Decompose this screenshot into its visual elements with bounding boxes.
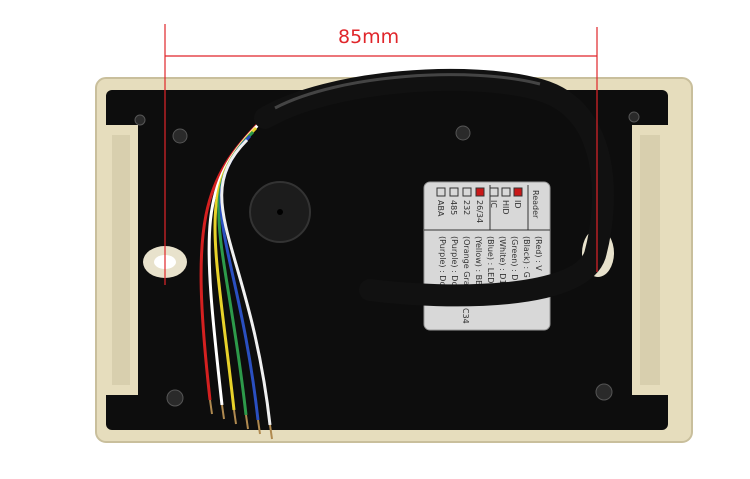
wire-tip: [257, 419, 261, 435]
wiring-entry: (Green) : D: [510, 236, 519, 280]
label-option: HID: [501, 200, 510, 215]
wire-tip: [233, 409, 237, 425]
wiring-entry: (Orange Gray): [462, 236, 471, 293]
label-footer: C34: [461, 308, 470, 324]
wire-bundle: [199, 118, 273, 440]
cable: [254, 68, 614, 307]
left-slot-inner: [112, 135, 130, 385]
label-title: Reader: [531, 190, 540, 219]
buzzer-hole: [277, 209, 283, 215]
wiring-entry: (White) : D1: [498, 236, 507, 285]
wiring-entry: (Red) : V: [534, 236, 543, 271]
wire-tip: [269, 424, 273, 440]
label-option: 485: [449, 200, 458, 215]
wiring-entry: (Purple) : Do: [450, 236, 459, 286]
wiring-entry: (Purple) : Do: [438, 236, 447, 286]
wiring-entry: (Blue) : LED: [486, 236, 495, 283]
wiring-entry: (Black) : G: [522, 236, 531, 278]
checkbox: [501, 187, 511, 197]
wire-tip: [209, 399, 213, 415]
label-option: ABA: [436, 200, 445, 217]
label-option: ID: [513, 200, 522, 209]
label-option: 232: [462, 200, 471, 215]
wire-tip: [221, 404, 225, 420]
checkbox: [513, 187, 523, 197]
checkbox: [436, 187, 446, 197]
wiring-entry: (Yellow) : BEE: [474, 236, 483, 290]
checkbox: [489, 187, 499, 197]
wire-tip: [245, 414, 249, 430]
checkbox: [475, 187, 485, 197]
cable-highlight: [274, 73, 541, 110]
screw-posts: [134, 111, 640, 407]
dimension-label: 85mm: [338, 26, 399, 48]
checkbox: [462, 187, 472, 197]
label-option: 26/34: [475, 200, 484, 223]
label-option: IC: [489, 200, 498, 208]
checkbox: [449, 187, 459, 197]
right-slot-inner: [640, 135, 660, 385]
wire: [220, 138, 272, 426]
